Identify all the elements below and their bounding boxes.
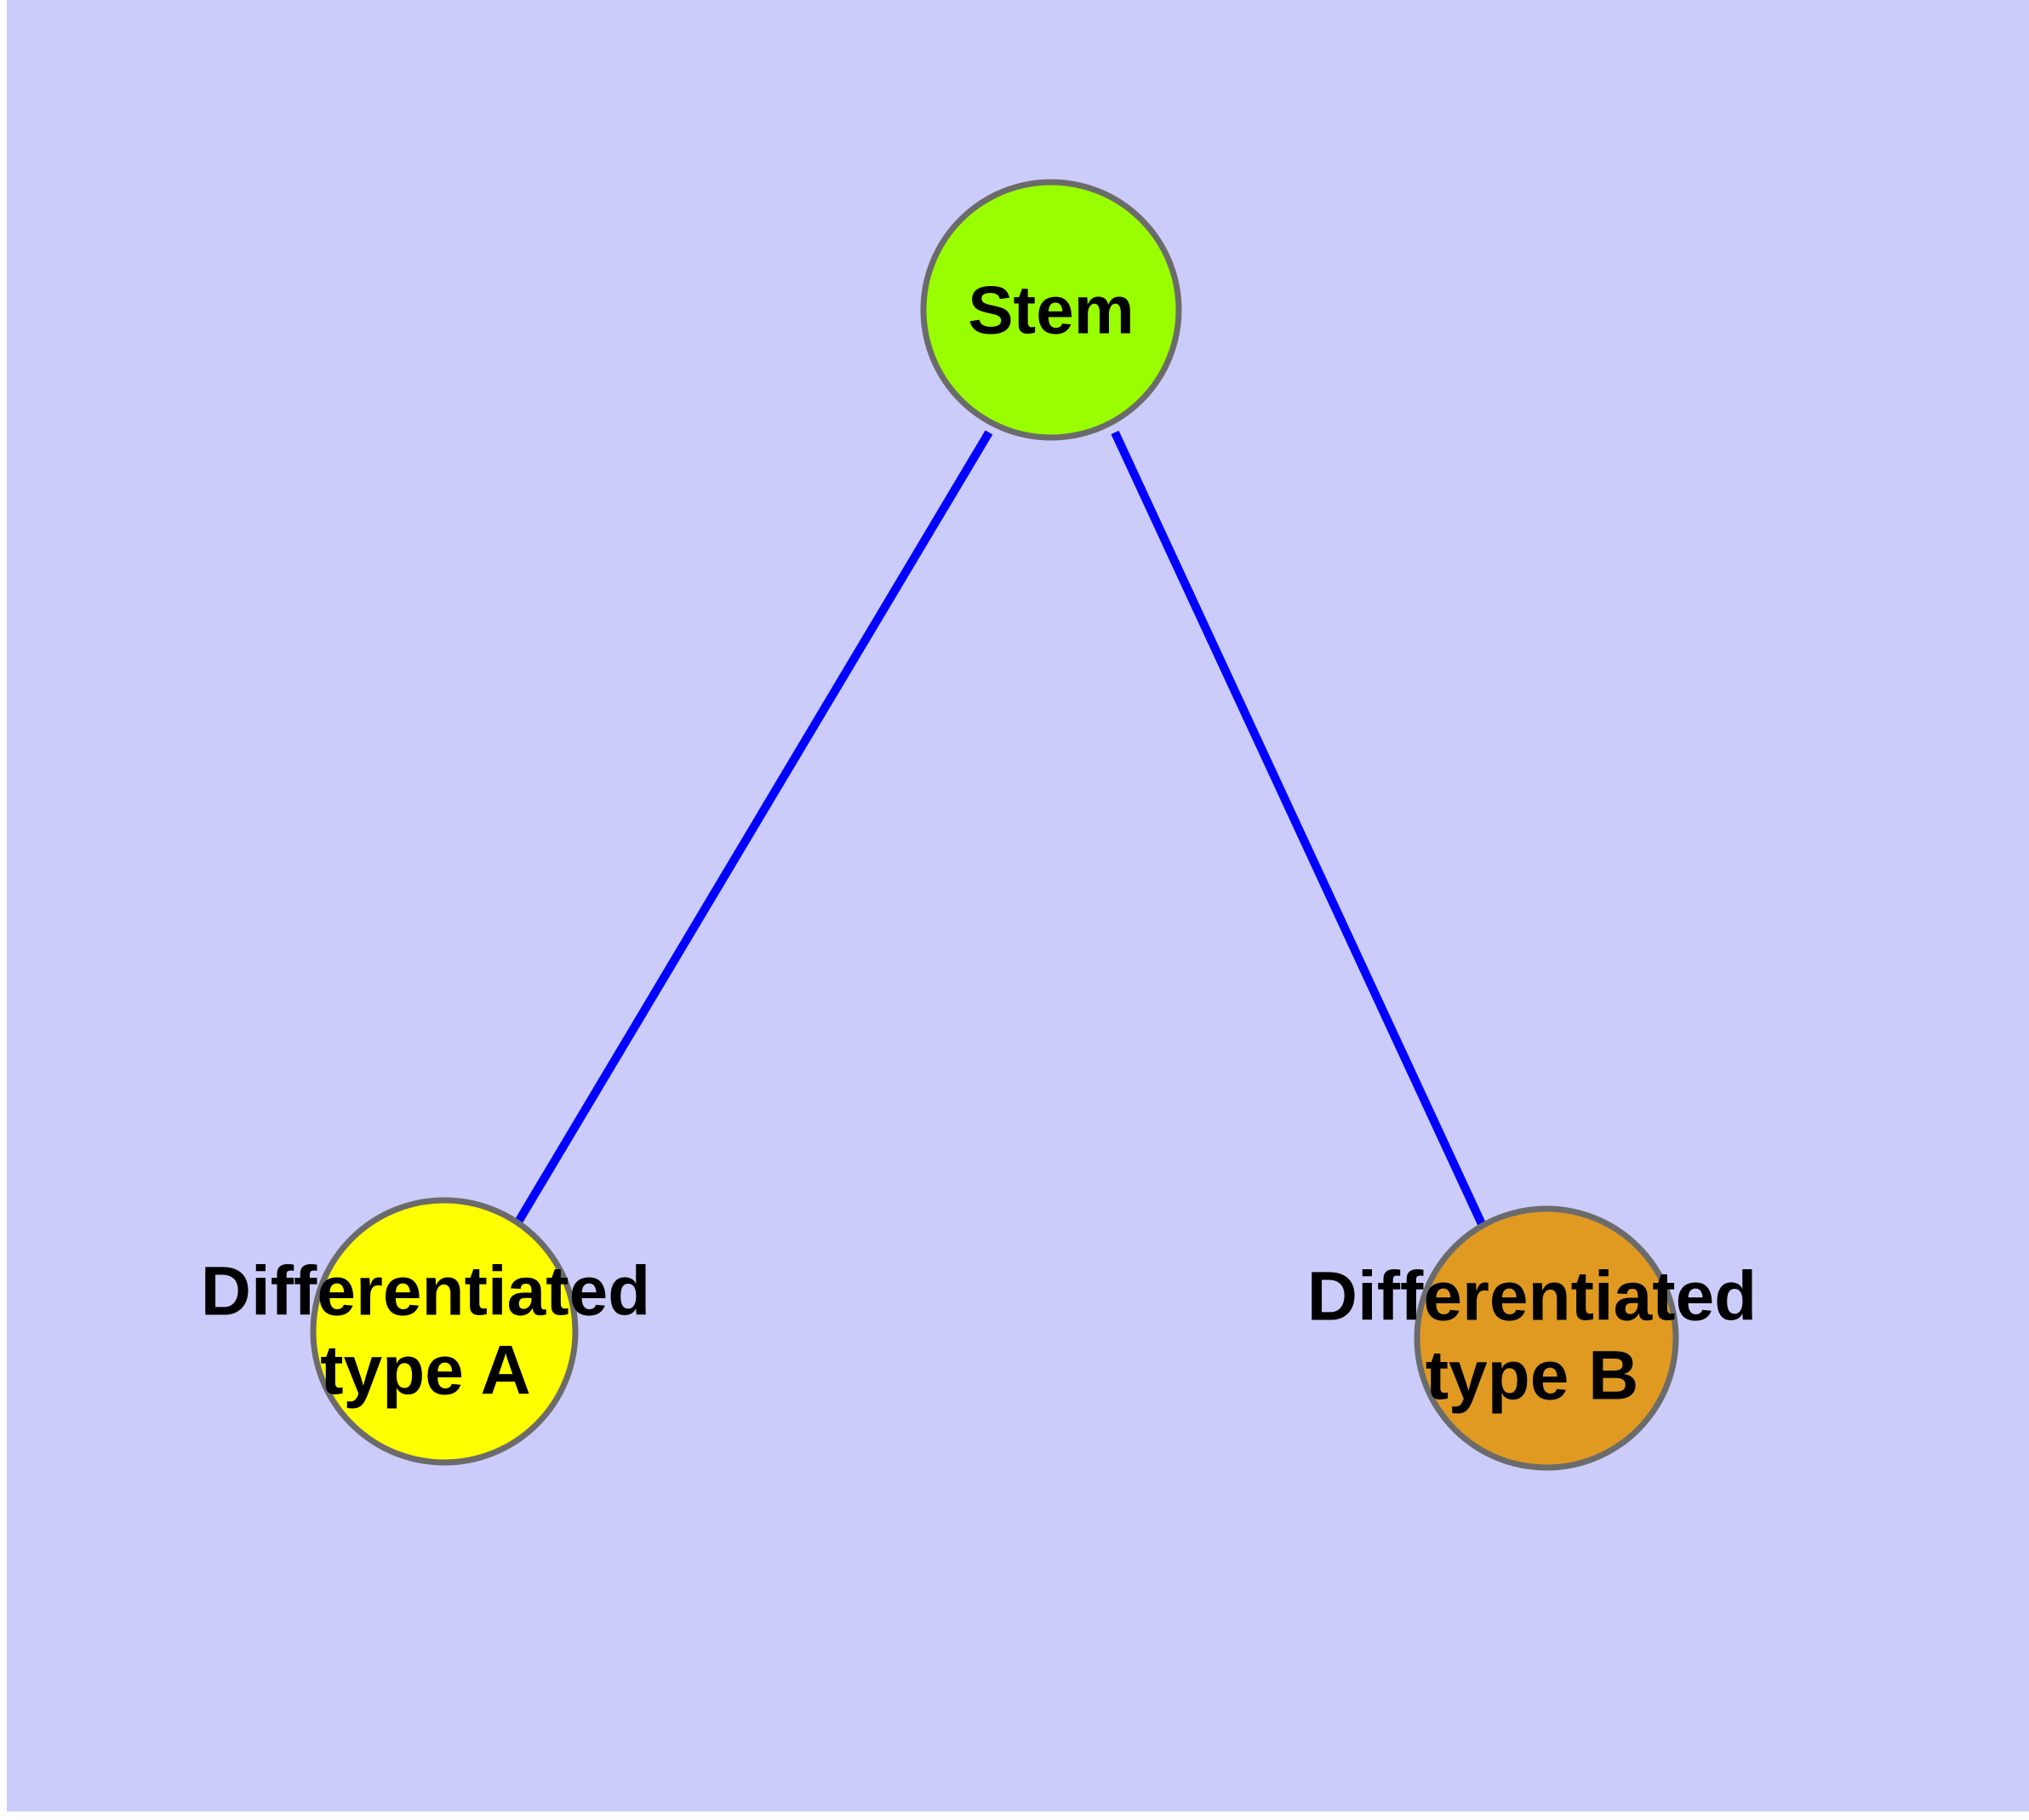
edge-layer [513,430,1487,1228]
node-differentiated-type-b[interactable] [1414,1205,1679,1471]
node-layer [310,179,1679,1471]
node-differentiated-type-a[interactable] [310,1197,579,1466]
node-stem[interactable] [920,179,1182,441]
edge-stem-to-type-b [1111,430,1487,1228]
edge-stem-to-type-a [513,430,993,1226]
